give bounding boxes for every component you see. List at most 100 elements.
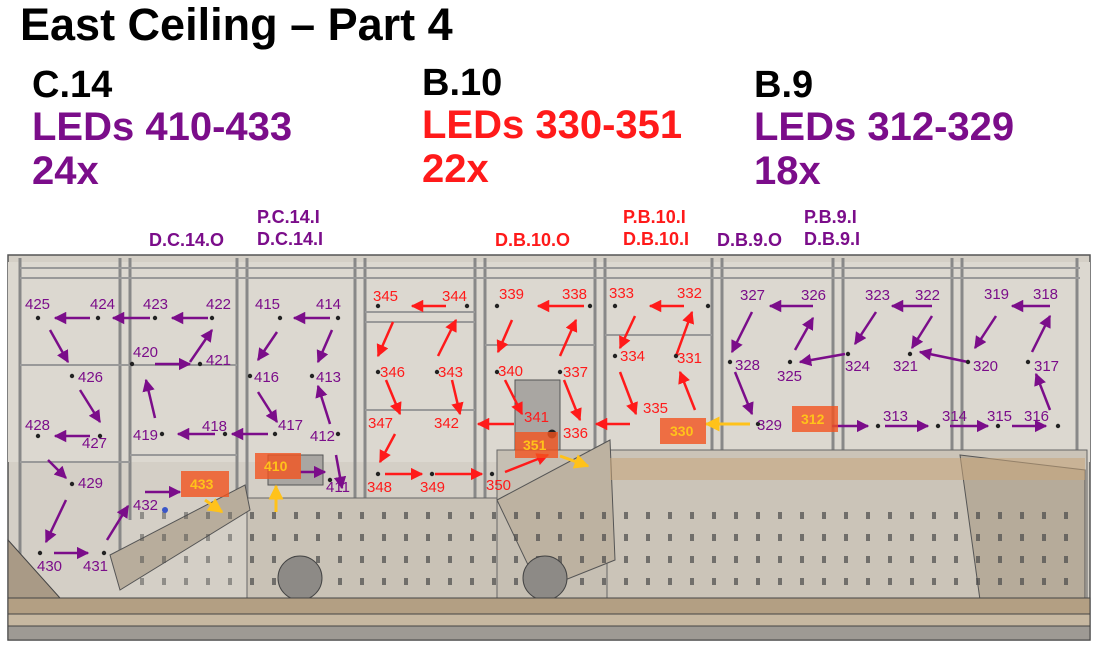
- start-led-number: 433: [190, 476, 214, 492]
- b10-led-numbers: 345 344 339 338 333 332 346 343 340 337 …: [367, 285, 702, 496]
- led-number: 319: [984, 286, 1009, 303]
- section-c14: C.14 LEDs 410-433 24x: [32, 64, 293, 193]
- led-number: 421: [206, 352, 231, 369]
- section-leds: LEDs 410-433: [32, 104, 293, 149]
- led-number: 348: [367, 479, 392, 496]
- led-number: 418: [202, 418, 227, 435]
- led-number: 328: [735, 357, 760, 374]
- led-number: 423: [143, 296, 168, 313]
- device-label-dc14o: D.C.14.O: [149, 230, 224, 252]
- led-number: 412: [310, 428, 335, 445]
- section-b9: B.9 LEDs 312-329 18x: [754, 64, 1015, 193]
- studs-pattern: [250, 500, 1085, 595]
- led-number: 339: [499, 286, 524, 303]
- wood-strips: [610, 458, 1085, 480]
- section-code: C.14: [32, 64, 113, 106]
- led-number: 349: [420, 479, 445, 496]
- page-title: East Ceiling – Part 4: [20, 0, 453, 50]
- led-number: 334: [620, 348, 645, 365]
- led-number: 416: [254, 369, 279, 386]
- led-number: 332: [677, 285, 702, 302]
- device-label-b9i: P.B.9.I D.B.9.I: [804, 207, 860, 251]
- led-number: 344: [442, 288, 467, 305]
- section-code: B.9: [754, 64, 814, 106]
- start-led-number: 351: [523, 437, 547, 453]
- led-number: 316: [1024, 408, 1049, 425]
- led-number: 427: [82, 435, 107, 452]
- device-label-line: P.B.9.I: [804, 207, 857, 227]
- led-number: 424: [90, 296, 115, 313]
- section-leds: LEDs 330-351: [422, 102, 683, 147]
- led-number: 315: [987, 408, 1012, 425]
- led-number: 426: [78, 369, 103, 386]
- led-number: 428: [25, 417, 50, 434]
- led-number: 338: [562, 286, 587, 303]
- led-number: 335: [643, 400, 668, 417]
- led-number: 323: [865, 287, 890, 304]
- studs-pattern-left: [130, 500, 240, 590]
- device-label-line: D.C.14.O: [149, 230, 225, 250]
- c14-path: [44, 311, 347, 560]
- device-label-b10i: P.B.10.I D.B.10.I: [623, 207, 689, 251]
- device-label-line: P.C.14.I: [257, 207, 320, 227]
- sensor-dot: [162, 507, 168, 513]
- led-number: 430: [37, 558, 62, 575]
- led-number: 422: [206, 296, 231, 313]
- device-label-line: D.C.14.I: [257, 228, 324, 249]
- led-number: 318: [1033, 286, 1058, 303]
- led-number: 414: [316, 296, 341, 313]
- device-label-db9o: D.B.9.O: [717, 230, 782, 252]
- led-number: 431: [83, 558, 108, 575]
- led-number: 417: [278, 417, 303, 434]
- device-label-db10o: D.B.10.O: [495, 230, 570, 252]
- led-number: 343: [438, 364, 463, 381]
- device-label-line: D.B.9.O: [717, 230, 783, 250]
- b9-path: [730, 299, 1052, 433]
- b9-led-numbers: 327 326 323 322 319 318 328 325 324 321 …: [735, 286, 1059, 434]
- led-number: 419: [133, 427, 158, 444]
- bottom-beam: [7, 625, 1091, 641]
- led-number: 340: [498, 363, 523, 380]
- led-number: 327: [740, 287, 765, 304]
- led-number: 322: [915, 287, 940, 304]
- section-count: 24x: [32, 148, 99, 193]
- start-highlights: [181, 406, 838, 497]
- device-label-line: D.B.9.I: [804, 228, 861, 249]
- device-label-line: D.B.10.O: [495, 230, 571, 250]
- start-led-number: 410: [264, 458, 288, 474]
- led-number: 329: [757, 417, 782, 434]
- section-count: 18x: [754, 148, 821, 193]
- c14-led-numbers: 425 424 423 422 415 414 420 421 416 413 …: [25, 296, 350, 575]
- device-label-c14i: P.C.14.I D.C.14.I: [257, 207, 323, 251]
- led-number: 320: [973, 358, 998, 375]
- start-led-number: 312: [801, 411, 825, 427]
- led-number: 341: [524, 409, 549, 426]
- led-number: 342: [434, 415, 459, 432]
- led-number: 321: [893, 358, 918, 375]
- round-duct: [277, 555, 323, 601]
- start-led-numbers: 433 410 351 330 312: [190, 411, 825, 492]
- b10-path: [376, 299, 697, 481]
- led-number: 333: [609, 285, 634, 302]
- sloped-beam-left: [7, 538, 62, 599]
- bottom-beam: [7, 597, 1091, 615]
- led-number: 325: [777, 368, 802, 385]
- led-number: 317: [1034, 358, 1059, 375]
- led-number: 420: [133, 344, 158, 361]
- section-b10: B.10 LEDs 330-351 22x: [422, 62, 683, 190]
- round-duct: [522, 555, 568, 601]
- led-number: 326: [801, 287, 826, 304]
- led-number: 336: [563, 425, 588, 442]
- led-number: 429: [78, 475, 103, 492]
- section-code: B.10: [422, 62, 503, 104]
- led-number: 347: [368, 415, 393, 432]
- led-number: 331: [677, 350, 702, 367]
- led-number: 415: [255, 296, 280, 313]
- led-number: 337: [563, 364, 588, 381]
- device-label-line: D.B.10.I: [623, 228, 690, 249]
- section-leds: LEDs 312-329: [754, 104, 1015, 149]
- led-number: 345: [373, 288, 398, 305]
- led-number: 411: [326, 479, 350, 496]
- led-number: 432: [133, 497, 158, 514]
